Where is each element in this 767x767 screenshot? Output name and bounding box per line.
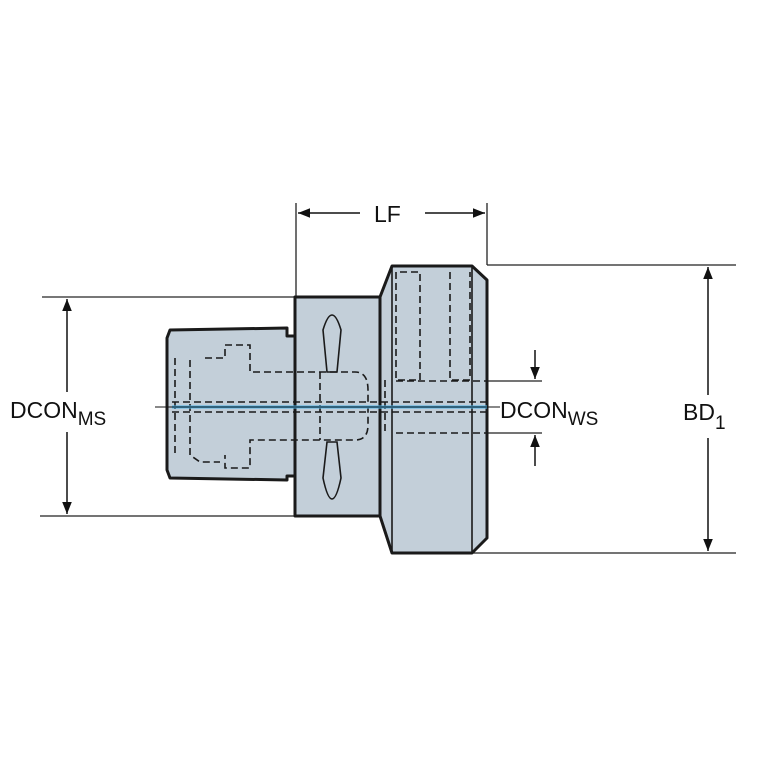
lf-label: LF [374, 201, 401, 227]
adapter-body [165, 264, 489, 555]
bd1-label: BD1 [683, 399, 726, 434]
dcon-ms-label: DCONMS [10, 397, 106, 430]
slot-bottom [322, 441, 342, 500]
hidden-features [172, 266, 487, 553]
shank [165, 326, 297, 482]
head [378, 264, 489, 555]
dimension-lines [62, 208, 713, 551]
slot-top [322, 314, 342, 373]
dcon-ws-label: DCONWS [500, 397, 598, 430]
